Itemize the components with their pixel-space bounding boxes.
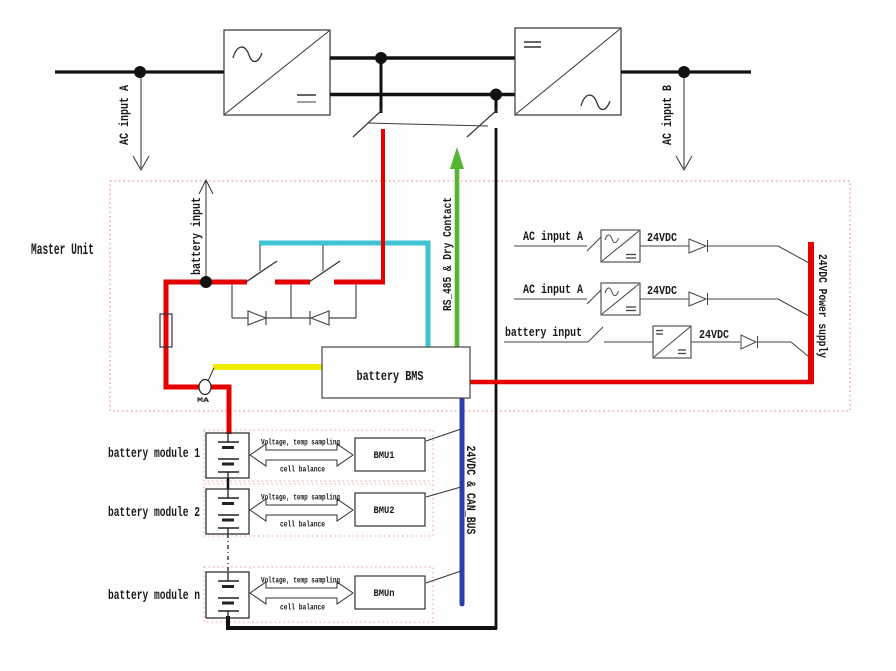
svg-text:battery BMS: battery BMS <box>357 370 424 385</box>
svg-text:AC input A: AC input A <box>523 283 583 297</box>
svg-text:Voltage, temp sampling: Voltage, temp sampling <box>261 494 340 503</box>
svg-text:AC input B: AC input B <box>660 85 675 145</box>
svg-text:battery input: battery input <box>190 197 204 275</box>
svg-text:battery module 2: battery module 2 <box>108 506 200 521</box>
svg-text:RS_485 & Dry Contact: RS_485 & Dry Contact <box>441 197 455 311</box>
svg-text:24VDC Power supply: 24VDC Power supply <box>815 254 829 358</box>
svg-text:Master Unit: Master Unit <box>31 241 94 259</box>
svg-text:cell balance: cell balance <box>280 521 325 530</box>
svg-text:Voltage, temp sampling: Voltage, temp sampling <box>261 577 340 586</box>
svg-text:BMU1: BMU1 <box>374 451 395 462</box>
svg-text:AC input A: AC input A <box>118 85 132 145</box>
svg-text:cell balance: cell balance <box>280 466 325 475</box>
svg-text:MA: MA <box>197 397 209 404</box>
svg-text:battery module n: battery module n <box>108 589 200 604</box>
svg-text:cell balance: cell balance <box>280 604 325 613</box>
svg-text:AC input A: AC input A <box>523 230 583 244</box>
svg-text:BMU2: BMU2 <box>374 506 395 517</box>
svg-text:24VDC & CAN_BUS: 24VDC & CAN_BUS <box>463 446 477 535</box>
svg-text:24VDC: 24VDC <box>647 284 677 298</box>
svg-text:24VDC: 24VDC <box>699 328 729 342</box>
svg-text:battery input: battery input <box>505 326 582 340</box>
svg-text:battery module 1: battery module 1 <box>108 447 200 462</box>
svg-text:24VDC: 24VDC <box>647 231 677 245</box>
svg-text:BMUn: BMUn <box>374 589 395 600</box>
svg-text:Voltage, temp sampling: Voltage, temp sampling <box>261 439 340 448</box>
